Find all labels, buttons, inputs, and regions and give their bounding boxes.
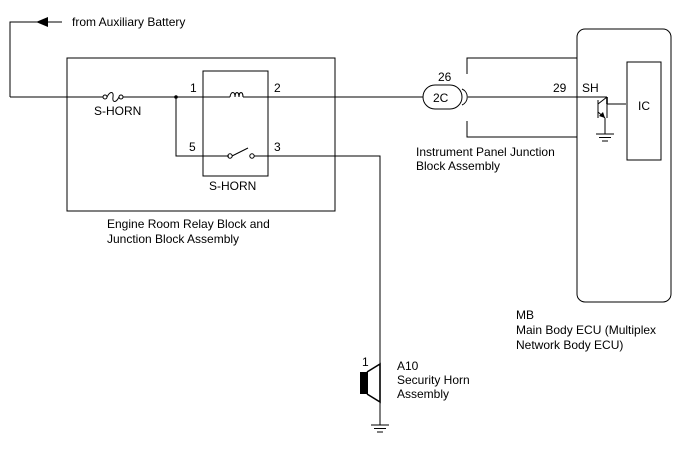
relay-switch-icon [227, 147, 255, 159]
engine-room-relay-block [66, 57, 336, 212]
engine-room-block-name-2: Junction Block Assembly [107, 232, 239, 246]
instrument-panel-block [466, 57, 577, 74]
ecu-name-1: Main Body ECU (Multiplex [516, 323, 656, 337]
ic-label: IC [638, 99, 650, 113]
arrow-left-icon [36, 17, 48, 27]
main-body-ecu [576, 28, 672, 303]
relay-pin-3: 3 [274, 140, 281, 154]
horn-pin-1: 1 [362, 355, 369, 369]
instrument-panel-name-1: Instrument Panel Junction [416, 145, 555, 159]
relay-coil-icon [229, 92, 244, 98]
connector-pin-29: 29 [553, 81, 567, 95]
connector-2c [422, 84, 463, 110]
horn-code: A10 [397, 359, 419, 373]
ecu-ground-icon [596, 118, 614, 142]
relay-pin-2: 2 [274, 81, 281, 95]
connector-2c-label: 2C [433, 91, 449, 105]
horn-icon [360, 362, 381, 404]
ecu-name-2: Network Body ECU) [516, 338, 623, 352]
horn-name-2: Assembly [397, 387, 449, 401]
relay-box [202, 70, 269, 177]
fuse-icon [102, 92, 124, 102]
fuse-label: S-HORN [94, 104, 141, 118]
engine-room-block-name-1: Engine Room Relay Block and [107, 217, 270, 231]
pin3-to-horn-wire [254, 155, 381, 364]
connector-bracket [461, 88, 468, 106]
horn-ground-icon [371, 424, 389, 433]
connector-pin-26: 26 [438, 70, 452, 84]
ic-block [626, 61, 662, 161]
ecu-terminal-sh: SH [582, 81, 599, 95]
transistor-icon [597, 96, 626, 119]
ecu-code: MB [516, 308, 534, 322]
relay-label: S-HORN [209, 179, 256, 193]
relay-pin-1: 1 [190, 81, 197, 95]
relay-pin-5: 5 [189, 140, 196, 154]
pin1-to-pin5-wire [175, 97, 229, 157]
instrument-panel-name-2: Block Assembly [416, 159, 500, 173]
battery-feed-wire [9, 17, 62, 97]
horn-name-1: Security Horn [397, 373, 470, 387]
battery-source-label: from Auxiliary Battery [72, 15, 185, 29]
